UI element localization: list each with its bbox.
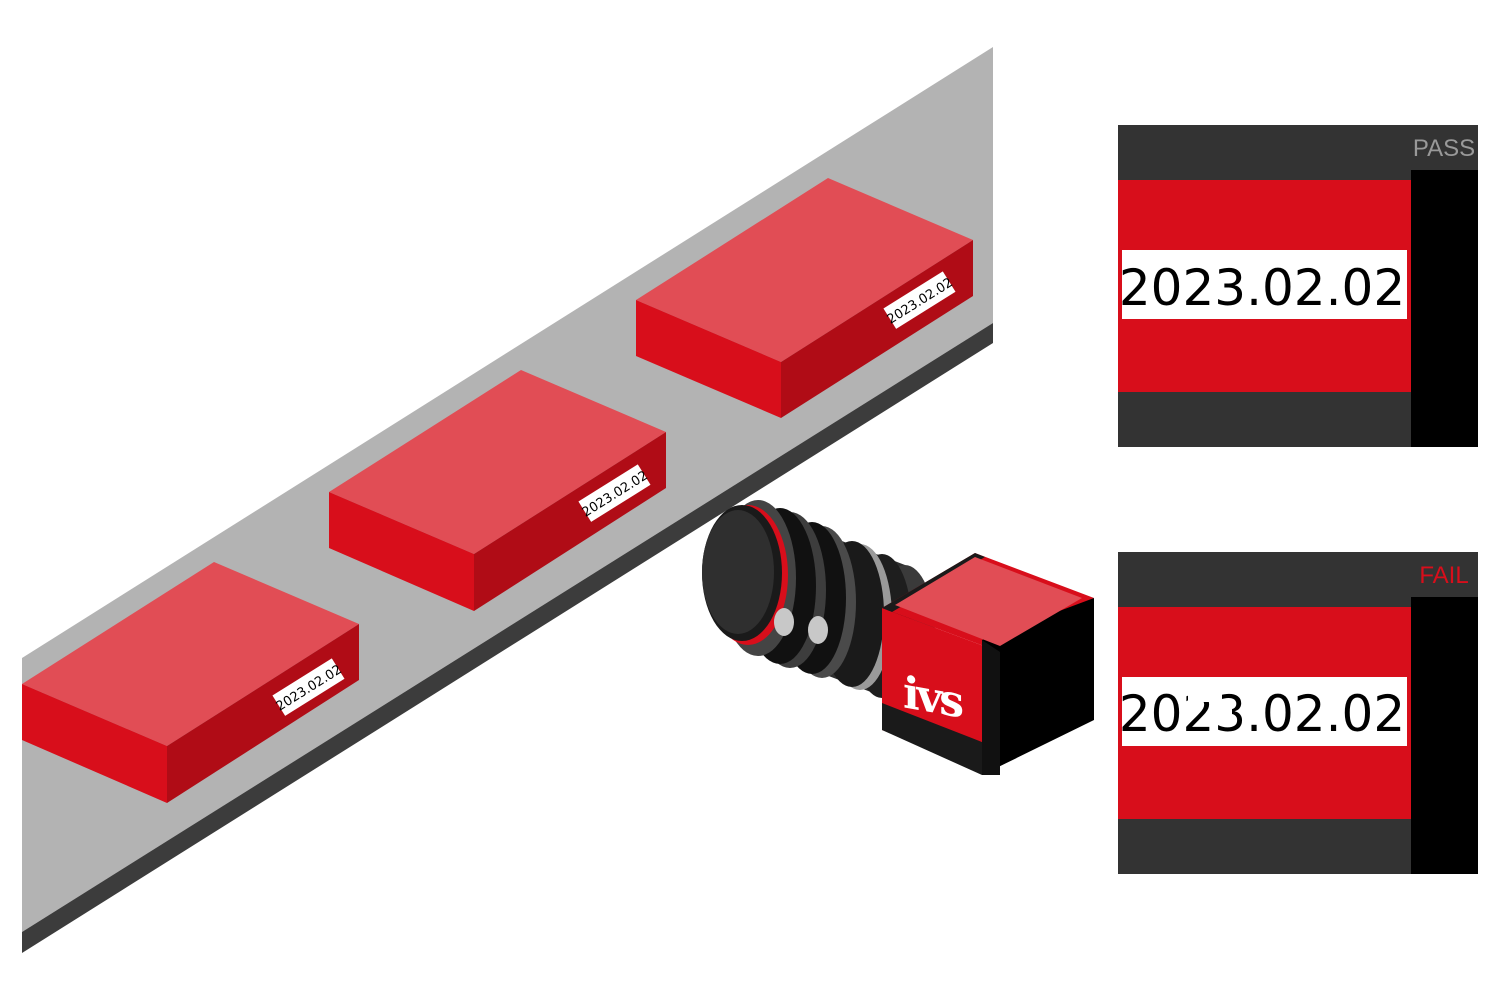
fail-status: FAIL xyxy=(1419,562,1468,589)
conveyor-edge xyxy=(22,323,993,953)
date-label-bg xyxy=(883,271,956,329)
lens-knob xyxy=(808,616,828,644)
box-side xyxy=(474,432,666,611)
pass-status: PASS xyxy=(1413,135,1475,162)
camera-body: ivs xyxy=(882,553,1094,775)
date-label-bg xyxy=(272,658,345,716)
box-front xyxy=(329,492,474,611)
fail-panel-date: 2023.02.02 xyxy=(1119,685,1405,743)
print-defect xyxy=(1214,708,1232,718)
box-front xyxy=(22,684,167,803)
fail-result-panel: 2023.02.02 FAIL xyxy=(1118,552,1478,874)
box-top xyxy=(636,178,973,362)
lens-knob xyxy=(774,608,794,636)
panel-label-window xyxy=(1122,677,1407,746)
box-top xyxy=(22,562,359,746)
print-defect xyxy=(1188,690,1222,702)
panel-top-bar xyxy=(1411,552,1478,597)
panel-sidebar xyxy=(1411,125,1478,447)
product-box-2: 2023.02.02 xyxy=(329,370,666,611)
box-top xyxy=(329,370,666,554)
machine-vision-camera-icon: ivs xyxy=(702,500,1094,775)
box-side xyxy=(167,624,359,803)
camera-brand: ivs xyxy=(903,667,963,729)
pass-panel-date: 2023.02.02 xyxy=(1119,259,1405,317)
box-front xyxy=(636,300,781,418)
product-box-3: 2023.02.02 xyxy=(636,178,973,418)
panel-sidebar xyxy=(1411,552,1478,874)
date-label-bg xyxy=(578,464,651,522)
panel-top-bar xyxy=(1411,125,1478,170)
panel-label-window xyxy=(1122,250,1407,319)
pass-result-panel: 2023.02.02 PASS xyxy=(1118,125,1478,447)
